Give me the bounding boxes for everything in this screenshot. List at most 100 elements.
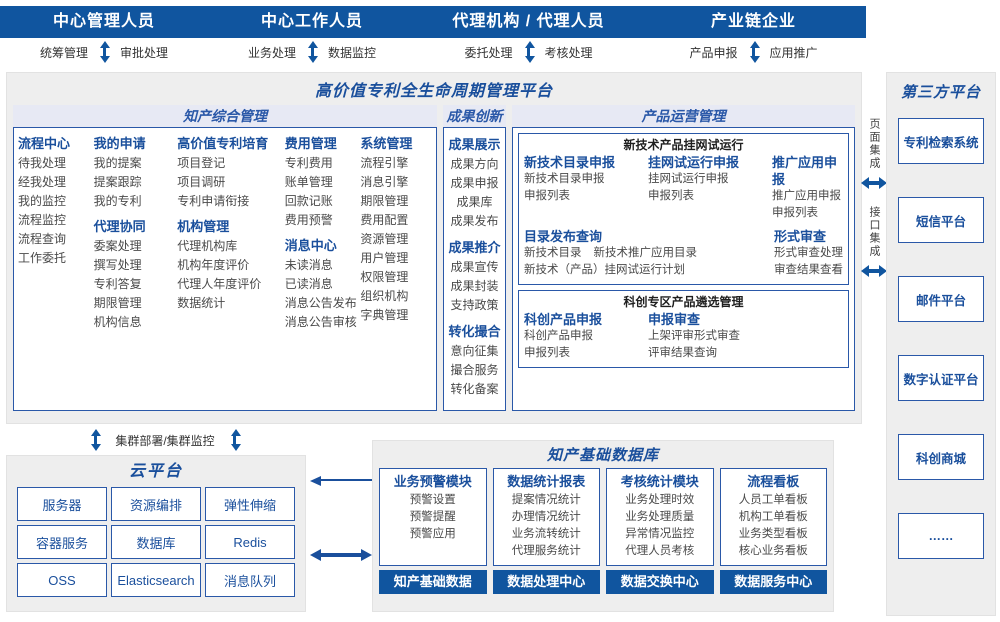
cloud-cell-弹性伸缩[interactable]: 弹性伸缩 bbox=[205, 487, 295, 521]
kc-group-head-系统管理[interactable]: 系统管理 bbox=[360, 136, 413, 151]
cg-item-成果申报[interactable]: 成果申报 bbox=[450, 176, 499, 190]
yy-review-审查结果查看[interactable]: 审查结果查看 bbox=[774, 264, 843, 276]
cloud-cell-OSS[interactable]: OSS bbox=[17, 563, 107, 597]
db-foot-数据处理中心[interactable]: 数据处理中心 bbox=[492, 570, 600, 594]
yy2-head-申报审查[interactable]: 申报审查 bbox=[648, 312, 701, 327]
kc-item-机构年度评价[interactable]: 机构年度评价 bbox=[177, 258, 250, 272]
kc-item-期限管理[interactable]: 期限管理 bbox=[93, 296, 142, 310]
db-item-业务处理质量[interactable]: 业务处理质量 bbox=[625, 511, 695, 523]
kc-item-用户管理[interactable]: 用户管理 bbox=[360, 251, 409, 265]
kc-group-head-消息中心[interactable]: 消息中心 bbox=[284, 238, 337, 253]
cg-group-head-成果展示[interactable]: 成果展示 bbox=[448, 137, 501, 152]
cloud-cell-Redis[interactable]: Redis bbox=[205, 525, 295, 559]
yy-query-新技术推广应用目录[interactable]: 新技术推广应用目录 bbox=[593, 247, 698, 259]
db-item-业务流转统计[interactable]: 业务流转统计 bbox=[511, 528, 581, 540]
kc-item-代理人年度评价[interactable]: 代理人年度评价 bbox=[177, 277, 262, 291]
kc-item-代理机构库[interactable]: 代理机构库 bbox=[177, 239, 238, 253]
cg-item-转化备案[interactable]: 转化备案 bbox=[450, 382, 499, 396]
yy-query-新技术目录[interactable]: 新技术目录 bbox=[524, 247, 582, 259]
cloud-cell-消息队列[interactable]: 消息队列 bbox=[205, 563, 295, 597]
cg-item-成果宣传[interactable]: 成果宣传 bbox=[450, 260, 499, 274]
kc-item-项目登记[interactable]: 项目登记 bbox=[177, 156, 226, 170]
db-item-人员工单看板[interactable]: 人员工单看板 bbox=[738, 494, 808, 506]
cg-item-成果发布[interactable]: 成果发布 bbox=[450, 214, 499, 228]
kc-group-head-机构管理[interactable]: 机构管理 bbox=[177, 219, 230, 234]
cg-item-撮合服务[interactable]: 撮合服务 bbox=[450, 363, 499, 377]
kc-item-资源管理[interactable]: 资源管理 bbox=[360, 232, 409, 246]
third-party-item-短信平台[interactable]: 短信平台 bbox=[898, 197, 984, 243]
kc-item-工作委托[interactable]: 工作委托 bbox=[18, 251, 67, 265]
db-item-办理情况统计[interactable]: 办理情况统计 bbox=[511, 511, 581, 523]
kc-item-流程引擎[interactable]: 流程引擎 bbox=[360, 156, 409, 170]
kc-group-head-代理协同[interactable]: 代理协同 bbox=[93, 219, 146, 234]
third-party-item-专利检索系统[interactable]: 专利检索系统 bbox=[898, 118, 984, 164]
db-item-业务类型看板[interactable]: 业务类型看板 bbox=[738, 528, 808, 540]
db-foot-数据交换中心[interactable]: 数据交换中心 bbox=[606, 570, 714, 594]
kc-item-机构信息[interactable]: 机构信息 bbox=[93, 315, 142, 329]
third-party-item-邮件平台[interactable]: 邮件平台 bbox=[898, 276, 984, 322]
kc-item-消息公告审核[interactable]: 消息公告审核 bbox=[284, 315, 357, 329]
kc-item-期限管理[interactable]: 期限管理 bbox=[360, 194, 409, 208]
db-item-异常情况监控[interactable]: 异常情况监控 bbox=[625, 528, 695, 540]
kc-item-未读消息[interactable]: 未读消息 bbox=[284, 258, 333, 272]
db-item-提案情况统计[interactable]: 提案情况统计 bbox=[511, 494, 581, 506]
yy2-item-评审结果查询[interactable]: 评审结果查询 bbox=[648, 347, 717, 359]
kc-item-项目调研[interactable]: 项目调研 bbox=[177, 175, 226, 189]
yy-item-推广应用申报[interactable]: 推广应用申报 bbox=[772, 190, 841, 202]
db-head-流程看板[interactable]: 流程看板 bbox=[747, 474, 800, 489]
db-item-机构工单看板[interactable]: 机构工单看板 bbox=[738, 511, 808, 523]
yy-item-申报列表[interactable]: 申报列表 bbox=[648, 190, 694, 202]
cg-group-head-转化撮合[interactable]: 转化撮合 bbox=[448, 324, 501, 339]
third-party-item-科创商城[interactable]: 科创商城 bbox=[898, 434, 984, 480]
cloud-cell-Elasticsearch[interactable]: Elasticsearch bbox=[111, 563, 201, 597]
yy-head-新技术目录申报[interactable]: 新技术目录申报 bbox=[524, 155, 616, 170]
kc-item-回款记账[interactable]: 回款记账 bbox=[284, 194, 333, 208]
yy-head-挂网试运行申报[interactable]: 挂网试运行申报 bbox=[648, 155, 740, 170]
db-item-代理服务统计[interactable]: 代理服务统计 bbox=[511, 545, 581, 557]
kc-item-我的提案[interactable]: 我的提案 bbox=[93, 156, 142, 170]
kc-item-消息公告发布[interactable]: 消息公告发布 bbox=[284, 296, 357, 310]
db-item-预警提醒[interactable]: 预警提醒 bbox=[409, 511, 456, 523]
kc-item-已读消息[interactable]: 已读消息 bbox=[284, 277, 333, 291]
db-item-预警应用[interactable]: 预警应用 bbox=[409, 528, 456, 540]
db-item-核心业务看板[interactable]: 核心业务看板 bbox=[738, 545, 808, 557]
yy-item-挂网试运行申报[interactable]: 挂网试运行申报 bbox=[648, 173, 729, 185]
yy-review-形式审查处理[interactable]: 形式审查处理 bbox=[774, 247, 843, 259]
db-head-考核统计模块[interactable]: 考核统计模块 bbox=[620, 474, 699, 489]
third-party-item-数字认证平台[interactable]: 数字认证平台 bbox=[898, 355, 984, 401]
kc-item-提案跟踪[interactable]: 提案跟踪 bbox=[93, 175, 142, 189]
kc-item-账单管理[interactable]: 账单管理 bbox=[284, 175, 333, 189]
yy-query-新技术（产品）挂网试运行计划[interactable]: 新技术（产品）挂网试运行计划 bbox=[524, 264, 685, 276]
cg-group-head-成果推介[interactable]: 成果推介 bbox=[448, 240, 501, 255]
cg-item-成果封装[interactable]: 成果封装 bbox=[450, 279, 499, 293]
kc-item-待我处理[interactable]: 待我处理 bbox=[18, 156, 67, 170]
kc-item-费用配置[interactable]: 费用配置 bbox=[360, 213, 409, 227]
cg-item-成果库[interactable]: 成果库 bbox=[456, 195, 493, 209]
yy2-item-科创产品申报[interactable]: 科创产品申报 bbox=[524, 330, 593, 342]
kc-item-流程查询[interactable]: 流程查询 bbox=[18, 232, 67, 246]
kc-item-专利申请衔接[interactable]: 专利申请衔接 bbox=[177, 194, 250, 208]
kc-item-委案处理[interactable]: 委案处理 bbox=[93, 239, 142, 253]
kc-group-head-费用管理[interactable]: 费用管理 bbox=[284, 136, 337, 151]
third-party-item-……[interactable]: …… bbox=[898, 513, 984, 559]
yy2-head-科创产品申报[interactable]: 科创产品申报 bbox=[524, 312, 603, 327]
cg-item-支持政策[interactable]: 支持政策 bbox=[450, 298, 499, 312]
kc-item-经我处理[interactable]: 经我处理 bbox=[18, 175, 67, 189]
cg-item-意向征集[interactable]: 意向征集 bbox=[450, 344, 499, 358]
yy2-item-上架评审形式审查[interactable]: 上架评审形式审查 bbox=[648, 330, 740, 342]
kc-item-专利答复[interactable]: 专利答复 bbox=[93, 277, 142, 291]
kc-item-流程监控[interactable]: 流程监控 bbox=[18, 213, 67, 227]
kc-item-费用预警[interactable]: 费用预警 bbox=[284, 213, 333, 227]
yy-item-申报列表[interactable]: 申报列表 bbox=[772, 207, 818, 219]
yy-head-推广应用申报[interactable]: 推广应用申报 bbox=[772, 155, 838, 187]
cloud-cell-资源编排[interactable]: 资源编排 bbox=[111, 487, 201, 521]
kc-item-我的监控[interactable]: 我的监控 bbox=[18, 194, 67, 208]
kc-item-我的专利[interactable]: 我的专利 bbox=[93, 194, 142, 208]
kc-group-head-高价值专利培育[interactable]: 高价值专利培育 bbox=[177, 136, 269, 151]
yy-item-申报列表[interactable]: 申报列表 bbox=[524, 190, 570, 202]
db-item-代理人员考核[interactable]: 代理人员考核 bbox=[625, 545, 695, 557]
kc-item-字典管理[interactable]: 字典管理 bbox=[360, 308, 409, 322]
cloud-cell-容器服务[interactable]: 容器服务 bbox=[17, 525, 107, 559]
cg-item-成果方向[interactable]: 成果方向 bbox=[450, 157, 499, 171]
kc-item-撰写处理[interactable]: 撰写处理 bbox=[93, 258, 142, 272]
